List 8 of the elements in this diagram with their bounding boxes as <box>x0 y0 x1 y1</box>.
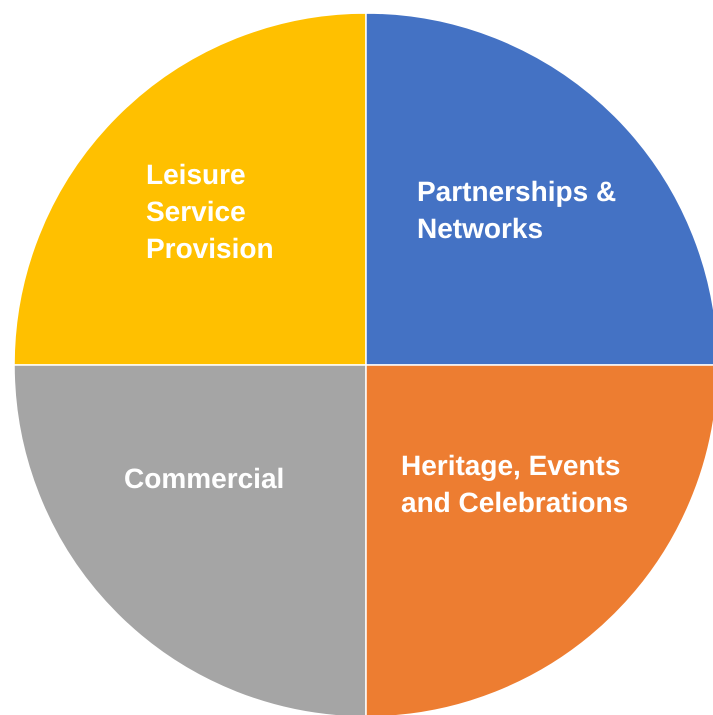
segment-label: Leisure Service Provision <box>146 158 275 266</box>
segment-label: Heritage, Events and Celebrations <box>401 449 630 520</box>
pie-segment <box>366 365 713 715</box>
segment-label: Partnerships & Networks <box>417 175 618 246</box>
pie-segment <box>366 13 713 365</box>
pie-segment <box>14 13 366 365</box>
pie-segment <box>14 365 366 715</box>
segment-label: Commercial <box>124 462 286 496</box>
